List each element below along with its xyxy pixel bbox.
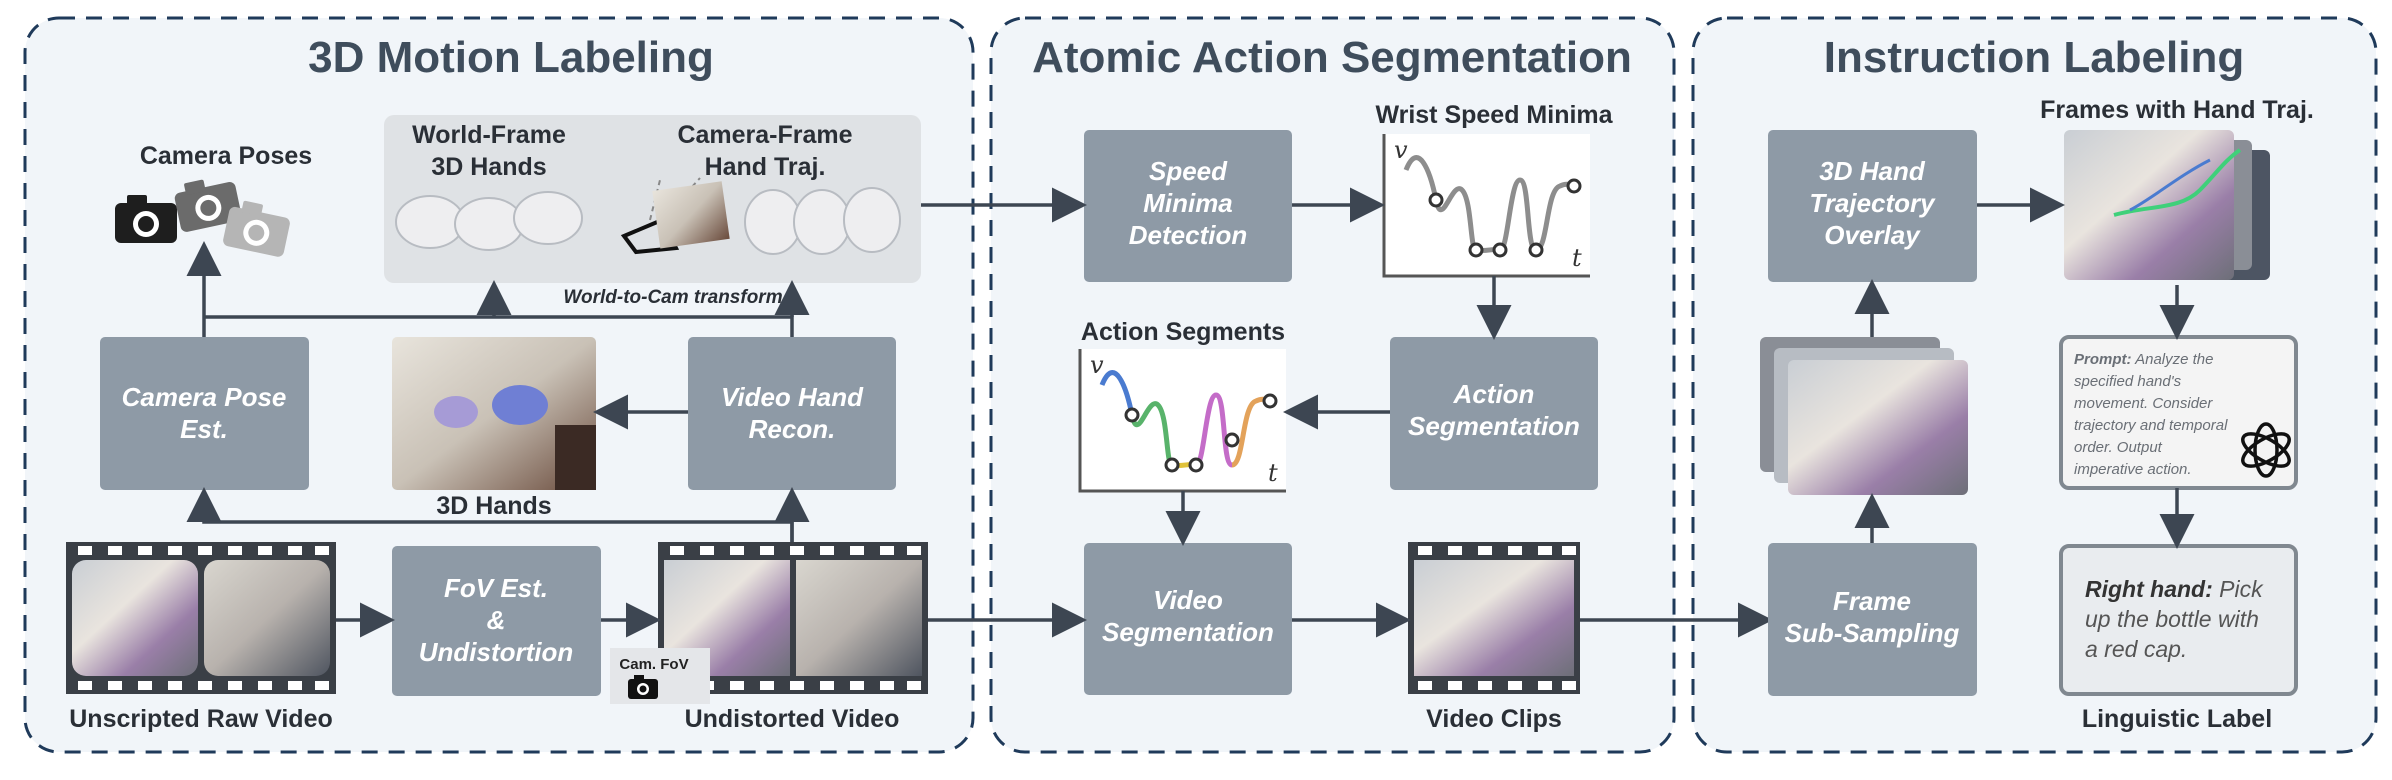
fov-est-line-2: & [487, 605, 506, 635]
cam-fov-label: Cam. FoV [619, 656, 688, 673]
camera-pose-est-line-1: Camera Pose [122, 382, 287, 412]
frame-subsampling-line-2: Sub-Sampling [1785, 618, 1960, 648]
camera-frame-label-1: Camera-Frame [677, 121, 852, 149]
linguistic-label-card: Right hand: Pick up the bottle with a re… [2059, 544, 2298, 696]
cam-fov-badge: Cam. FoV [610, 648, 710, 704]
world-frame-hands-image [395, 191, 583, 251]
world-frame-label-1: World-Frame [412, 121, 566, 149]
wrist-speed-axis-t: t [1572, 244, 1582, 272]
action-segmentation-box [1390, 337, 1598, 490]
wrist-speed-plot: v t [1382, 134, 1590, 278]
panel-title-segmentation: Atomic Action Segmentation [1032, 33, 1632, 82]
ling-line-3: a red cap. [2085, 636, 2187, 662]
llm-logo-icon [2241, 422, 2291, 478]
video-clips-label: Video Clips [1426, 705, 1562, 733]
speed-minima-line-3: Detection [1129, 220, 1247, 250]
action-segments-plot: v t [1078, 349, 1286, 493]
video-hand-recon-line-1: Video Hand [721, 382, 864, 412]
fov-est-line-3: Undistortion [419, 637, 574, 667]
panel1-arrows [186, 241, 810, 638]
prompt-line-3: movement. Consider [2074, 395, 2213, 412]
prompt-line-6: imperative action. [2074, 461, 2192, 478]
hands-3d-label: 3D Hands [436, 492, 551, 520]
svg-text:Prompt: Analyze the: Prompt: Analyze the [2074, 351, 2214, 368]
undistorted-video-label: Undistorted Video [685, 705, 900, 733]
panel-title-motion: 3D Motion Labeling [308, 33, 714, 82]
panel3-arrows [1854, 187, 2195, 549]
world-frame-label-2: 3D Hands [431, 153, 546, 181]
linguistic-label-caption: Linguistic Label [2082, 705, 2272, 733]
camera-pose-est-line-2: Est. [180, 414, 228, 444]
wrist-speed-label: Wrist Speed Minima [1375, 101, 1613, 129]
fov-est-line-1: FoV Est. [444, 573, 548, 603]
video-clips-filmstrip [1408, 542, 1580, 694]
prompt-card: Prompt: Analyze the specified hand's mov… [2059, 335, 2298, 490]
fov-est-box [392, 546, 601, 696]
camera-frame-hands-image [620, 177, 901, 255]
raw-video-label: Unscripted Raw Video [69, 705, 333, 733]
wrist-speed-axis-v: v [1394, 136, 1408, 164]
action-segments-axis-t: t [1268, 459, 1278, 487]
video-hand-recon-line-2: Recon. [749, 414, 836, 444]
camera-poses-label: Camera Poses [140, 142, 312, 170]
video-segmentation-box [1084, 543, 1292, 695]
frame-subsampling-box [1768, 543, 1977, 696]
sampled-frames-image [1760, 337, 1968, 495]
svg-text:Right hand: Pick: Right hand: Pick [2085, 576, 2264, 602]
prompt-line-4: trajectory and temporal [2074, 417, 2228, 434]
prompt-line-1: Analyze the [2132, 351, 2214, 368]
trajectory-overlay-line-2: Trajectory [1809, 188, 1936, 218]
panel-title-instruction: Instruction Labeling [1824, 33, 2244, 82]
camera-pose-est-box [100, 337, 309, 490]
trajectory-overlay-line-3: Overlay [1824, 220, 1921, 250]
action-segments-axis-v: v [1090, 351, 1104, 379]
action-segments-label: Action Segments [1081, 318, 1285, 346]
frame-subsampling-line-1: Frame [1833, 586, 1911, 616]
speed-minima-box [1084, 130, 1292, 282]
prompt-line-2: specified hand's [2074, 373, 2182, 390]
trajectory-overlay-box [1768, 130, 1977, 282]
speed-minima-line-2: Minima [1143, 188, 1233, 218]
trajectory-overlay-line-1: 3D Hand [1819, 156, 1926, 186]
ling-bold: Right hand: [2085, 576, 2213, 602]
camera-icon [628, 675, 658, 699]
prompt-bold: Prompt: [2074, 351, 2132, 368]
hands-3d-image [392, 337, 596, 490]
frames-with-traj-image [2064, 130, 2270, 280]
world-to-cam-label: World-to-Cam transform [563, 287, 782, 308]
ling-line-1: Pick [2213, 576, 2264, 602]
camera-frame-label-2: Hand Traj. [705, 153, 826, 181]
video-segmentation-line-2: Segmentation [1102, 617, 1274, 647]
raw-video-filmstrip [66, 542, 336, 694]
frames-with-traj-label: Frames with Hand Traj. [2040, 96, 2314, 124]
ling-line-2: up the bottle with [2085, 606, 2259, 632]
action-segmentation-line-2: Segmentation [1408, 411, 1580, 441]
video-segmentation-line-1: Video [1153, 585, 1223, 615]
camera-poses-icon [115, 179, 290, 257]
action-segmentation-line-1: Action [1453, 379, 1535, 409]
speed-minima-line-1: Speed [1149, 156, 1228, 186]
prompt-line-5: order. Output [2074, 439, 2163, 456]
panel2-arrows [921, 187, 1773, 638]
video-hand-recon-box [688, 337, 896, 490]
